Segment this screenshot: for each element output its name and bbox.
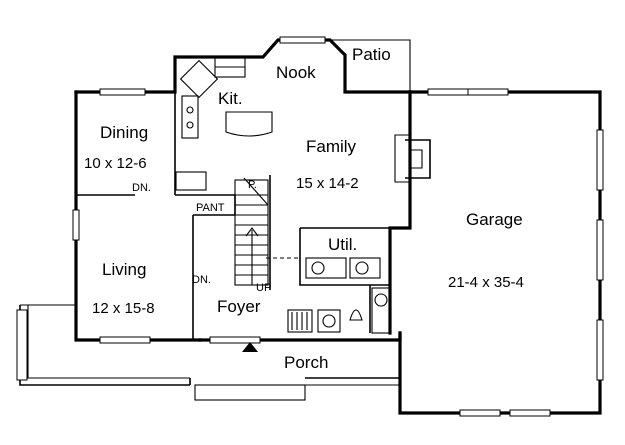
windows xyxy=(72,36,604,417)
pantry-label: PANT xyxy=(196,202,225,214)
dining-dn-label: DN. xyxy=(132,182,151,194)
garage-size: 21-4 x 35-4 xyxy=(448,274,524,291)
foyer-label: Foyer xyxy=(217,297,261,316)
family-label: Family xyxy=(306,137,357,156)
dining-label: Dining xyxy=(100,123,148,142)
entry-arrow xyxy=(242,342,258,352)
stairs xyxy=(234,177,269,286)
living-dn-label: DN. xyxy=(192,274,211,286)
living-size: 12 x 15-8 xyxy=(92,300,155,317)
stair-up-label: UP xyxy=(256,282,271,294)
kitchen-label: Kit. xyxy=(218,89,243,108)
kitchen-fixtures xyxy=(175,56,273,191)
interior-walls xyxy=(76,92,410,340)
nook-label: Nook xyxy=(276,63,316,82)
patio-label: Patio xyxy=(352,45,391,64)
utility-fixtures xyxy=(287,257,391,334)
room-labels: Patio Nook Kit. Dining 10 x 12-6 Family … xyxy=(84,45,524,372)
living-label: Living xyxy=(102,260,146,279)
util-label: Util. xyxy=(328,235,357,254)
porch-label: Porch xyxy=(284,353,328,372)
garage-label: Garage xyxy=(466,210,523,229)
fireplace xyxy=(394,134,431,183)
dining-size: 10 x 12-6 xyxy=(84,155,147,172)
porch xyxy=(16,304,400,401)
pantry-p-label: P. xyxy=(248,179,257,191)
family-size: 15 x 14-2 xyxy=(296,175,359,192)
